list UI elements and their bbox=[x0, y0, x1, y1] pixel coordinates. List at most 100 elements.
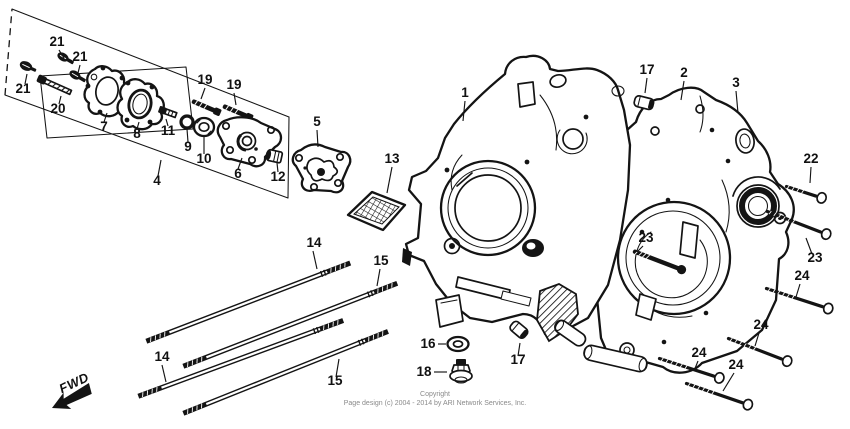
callout-leader bbox=[517, 342, 521, 357]
fwd-arrow-icon bbox=[52, 383, 92, 409]
oring-9 bbox=[179, 114, 195, 130]
callout-leader bbox=[754, 332, 760, 347]
callout-label-4: 4 bbox=[153, 173, 161, 188]
callout-leader bbox=[722, 372, 735, 392]
callout-leader bbox=[462, 100, 466, 122]
stud-14-a bbox=[145, 260, 352, 344]
fitting-11 bbox=[158, 105, 178, 119]
callout-label-21: 21 bbox=[15, 81, 31, 96]
bolt-19-a bbox=[191, 99, 222, 116]
screw-21-b bbox=[69, 70, 86, 83]
callout-label-11: 11 bbox=[161, 123, 176, 138]
crankcase-right-half bbox=[595, 86, 795, 374]
mount-tube-lower bbox=[583, 344, 648, 373]
callout-leader bbox=[795, 283, 801, 298]
footer-line1: Copyright bbox=[420, 391, 450, 398]
callout-leader bbox=[58, 95, 62, 105]
callout-leader bbox=[233, 92, 237, 106]
callout-label-24: 24 bbox=[794, 268, 810, 283]
mount-tube-upper bbox=[554, 319, 587, 347]
screw-21-c bbox=[19, 61, 37, 72]
callout-leader bbox=[693, 360, 699, 372]
callout-leader bbox=[805, 237, 813, 255]
callout-label-22: 22 bbox=[803, 151, 818, 166]
bolt-24-b bbox=[726, 336, 793, 368]
callout-leader bbox=[386, 166, 393, 194]
callout-label-3: 3 bbox=[732, 75, 740, 90]
bolt-24-c bbox=[657, 356, 725, 384]
footer-copyright: Copyright Page design (c) 2004 - 2014 by… bbox=[260, 390, 610, 408]
callout-label-6: 6 bbox=[234, 166, 242, 181]
callout-leader bbox=[77, 64, 81, 74]
stud-14-b bbox=[137, 318, 345, 399]
callout-label-20: 20 bbox=[50, 101, 65, 116]
callout-label-24: 24 bbox=[691, 345, 707, 360]
callout-label-16: 16 bbox=[420, 336, 436, 351]
crankcase-left-half bbox=[402, 54, 632, 336]
bolt-22 bbox=[784, 184, 828, 204]
callout-label-12: 12 bbox=[270, 169, 285, 184]
callout-label-18: 18 bbox=[416, 364, 432, 379]
callout-label-24: 24 bbox=[753, 317, 769, 332]
callout-label-7: 7 bbox=[100, 119, 108, 134]
callout-leader bbox=[376, 268, 381, 287]
gasket-kit-boundary bbox=[4, 8, 290, 199]
oil-pump-6 bbox=[216, 116, 283, 168]
footer-line2: Page design (c) 2004 - 2014 by ARI Netwo… bbox=[343, 400, 527, 407]
callout-leader bbox=[24, 73, 28, 85]
bolt-20 bbox=[36, 74, 73, 96]
callout-leader bbox=[316, 129, 319, 148]
callout-label-21: 21 bbox=[49, 34, 65, 49]
dowel-17-bottom bbox=[509, 320, 529, 339]
callout-leader bbox=[644, 77, 648, 94]
callout-label-5: 5 bbox=[313, 114, 321, 129]
callout-leader bbox=[636, 245, 644, 253]
callout-label-21: 21 bbox=[72, 49, 88, 64]
pump-cover-5 bbox=[291, 143, 352, 194]
gasket-8 bbox=[116, 78, 165, 131]
plug-12 bbox=[265, 148, 284, 164]
callout-label-17: 17 bbox=[639, 62, 654, 77]
callout-leader bbox=[809, 166, 812, 184]
stud-15-b bbox=[182, 329, 389, 416]
callout-label-2: 2 bbox=[680, 65, 688, 80]
callout-label-10: 10 bbox=[196, 151, 211, 166]
callout-leader bbox=[200, 87, 206, 100]
callout-label-15: 15 bbox=[373, 253, 389, 268]
callout-label-9: 9 bbox=[184, 139, 192, 154]
callout-leader bbox=[735, 90, 739, 114]
callout-leader bbox=[58, 49, 65, 59]
dowel-17-top bbox=[633, 94, 655, 111]
callout-leader bbox=[335, 358, 340, 378]
callout-leader bbox=[103, 112, 108, 123]
callout-label-15: 15 bbox=[327, 373, 343, 388]
callout-leader bbox=[680, 80, 685, 101]
fwd-indicator: FWD bbox=[52, 369, 92, 409]
callout-label-8: 8 bbox=[133, 126, 141, 141]
callout-label-19: 19 bbox=[226, 77, 241, 92]
bolt-23-right bbox=[765, 209, 832, 241]
oil-screen-13 bbox=[346, 190, 407, 232]
callout-label-1: 1 bbox=[461, 85, 469, 100]
callout-leader bbox=[165, 118, 169, 127]
washer-16 bbox=[446, 335, 470, 353]
callout-leader bbox=[186, 128, 189, 143]
callout-leader bbox=[312, 250, 318, 270]
callout-leader bbox=[276, 162, 279, 173]
callout-label-13: 13 bbox=[384, 151, 400, 166]
oil-seal-10 bbox=[192, 116, 216, 138]
callout-label-17: 17 bbox=[510, 352, 525, 367]
callout-label-14: 14 bbox=[306, 235, 322, 250]
callout-leader bbox=[136, 121, 140, 130]
callout-leader bbox=[161, 364, 167, 383]
callout-label-24: 24 bbox=[728, 357, 744, 372]
callout-leader bbox=[157, 159, 162, 177]
bolt-24-d bbox=[684, 381, 754, 411]
callout-label-23: 23 bbox=[807, 250, 823, 265]
callout-leader bbox=[237, 157, 243, 170]
callout-label-23: 23 bbox=[638, 230, 654, 245]
callout-label-19: 19 bbox=[197, 72, 212, 87]
